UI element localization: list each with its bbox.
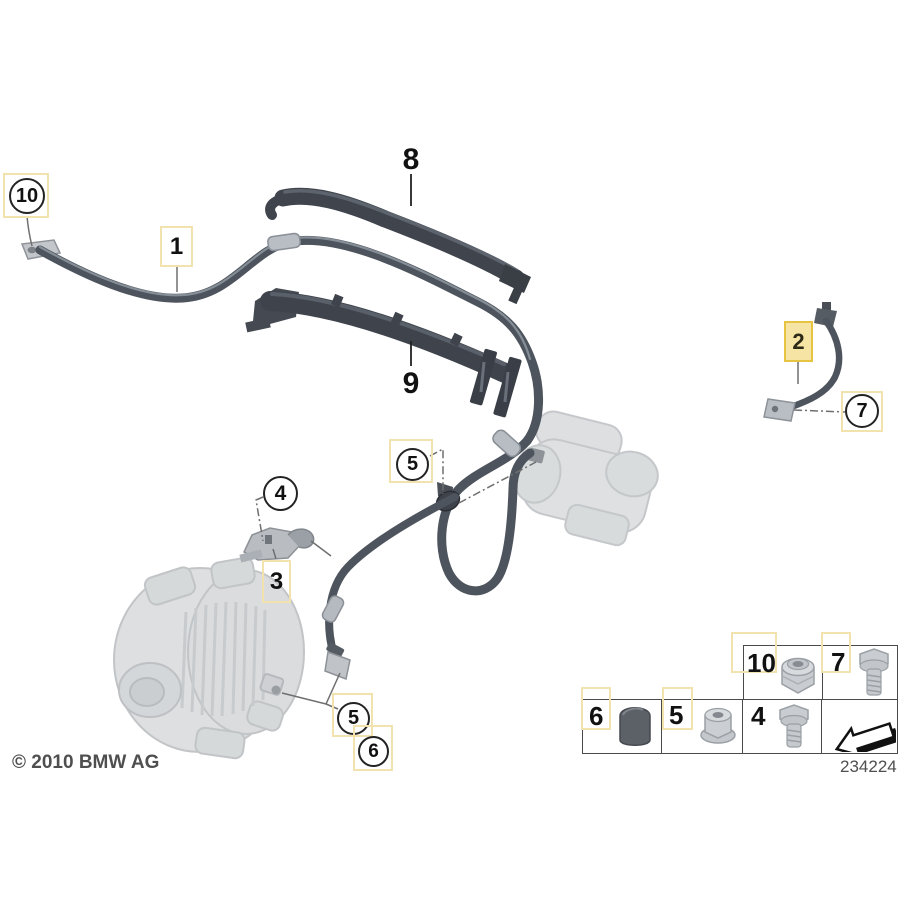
battery-cable bbox=[20, 232, 543, 596]
legend-number-5: 5 bbox=[669, 700, 684, 730]
callout-9: 9 bbox=[402, 367, 420, 400]
callout-2-highlighted[interactable]: 2 bbox=[784, 321, 813, 362]
cable-cover-lower bbox=[245, 288, 522, 418]
legend-hotspot-7[interactable] bbox=[821, 632, 851, 673]
hotspot-part-10[interactable] bbox=[3, 173, 49, 218]
flange-nut-icon bbox=[700, 707, 736, 744]
alternator bbox=[113, 556, 305, 760]
callout-4[interactable]: 4 bbox=[263, 476, 298, 511]
hotspot-part-7[interactable] bbox=[841, 391, 883, 432]
alternator-cable bbox=[321, 493, 459, 681]
protective-cap-icon bbox=[619, 707, 651, 746]
legend-number-7: 7 bbox=[831, 647, 846, 677]
callout-1[interactable]: 1 bbox=[160, 226, 193, 267]
hex-bolt-icon bbox=[859, 648, 889, 696]
starter-motor bbox=[512, 410, 659, 547]
legend-hotspot-5[interactable] bbox=[662, 687, 693, 730]
callout-7[interactable]: 7 bbox=[845, 394, 879, 428]
legend-number-10: 10 bbox=[747, 648, 776, 678]
legend-number-4: 4 bbox=[751, 701, 766, 731]
hotspot-part-5-low[interactable] bbox=[332, 693, 373, 737]
legend-number-6: 6 bbox=[589, 701, 604, 731]
legend-cell-4 bbox=[742, 699, 823, 754]
callout-3[interactable]: 3 bbox=[262, 560, 291, 603]
callout-5-low[interactable]: 5 bbox=[337, 702, 370, 735]
cable-clip-bracket bbox=[239, 527, 315, 563]
direction-arrow-icon bbox=[834, 722, 896, 752]
hex-screw-icon bbox=[779, 704, 809, 748]
callout-5-mid[interactable]: 5 bbox=[396, 448, 429, 481]
callout-10[interactable]: 10 bbox=[9, 178, 45, 214]
legend-hotspot-6[interactable] bbox=[581, 687, 611, 730]
copyright-text: © 2010 BMW AG bbox=[12, 752, 160, 773]
hotspot-part-5-mid[interactable] bbox=[389, 439, 433, 483]
diagram-number: 234224 bbox=[840, 757, 897, 776]
callout-8: 8 bbox=[402, 143, 420, 176]
earth-cable bbox=[763, 302, 843, 422]
callout-6[interactable]: 6 bbox=[358, 736, 389, 767]
hotspot-part-6[interactable] bbox=[353, 725, 393, 771]
cable-cover-upper bbox=[265, 187, 531, 305]
lock-nut-icon bbox=[781, 657, 815, 694]
legend-cell-6[interactable] bbox=[582, 699, 663, 754]
legend-hotspot-10[interactable] bbox=[731, 632, 777, 673]
